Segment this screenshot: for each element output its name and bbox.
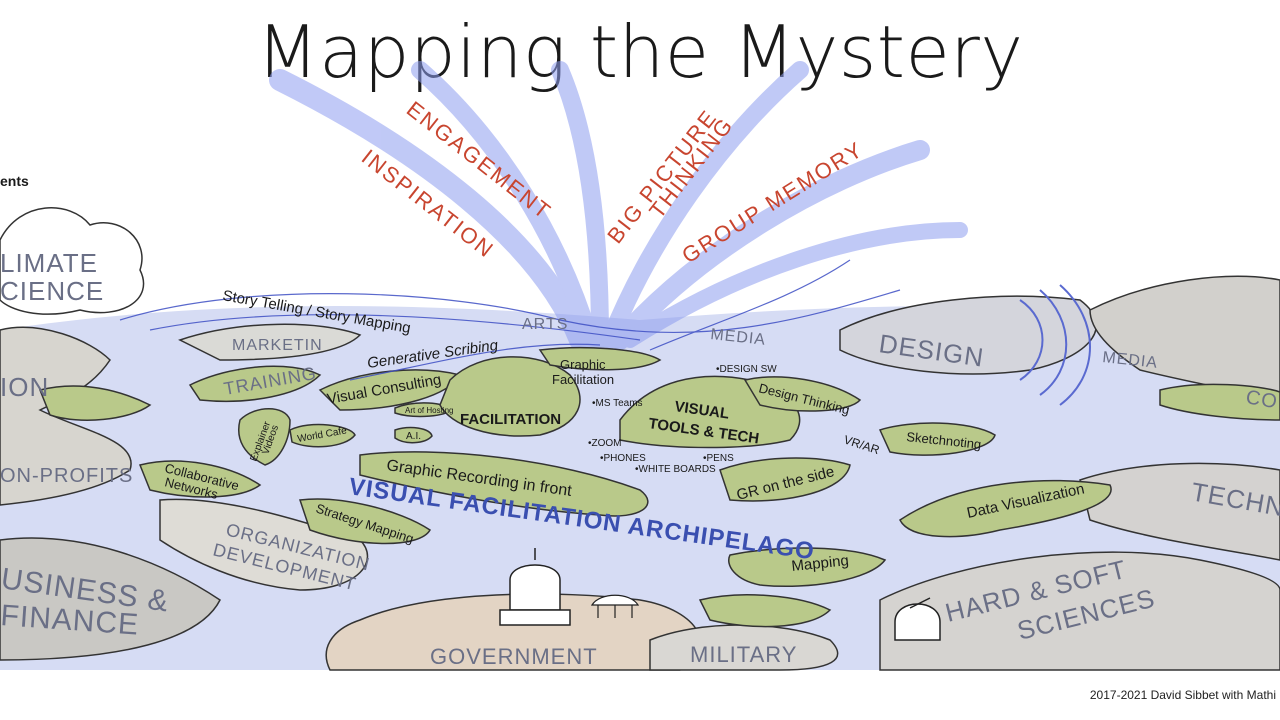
lower-island	[698, 594, 832, 628]
signal-arcs-icon	[1019, 284, 1091, 406]
strategy-island	[298, 498, 431, 545]
arts-label: ARTS	[522, 316, 568, 333]
military-land	[649, 624, 839, 671]
graphic-facilitation-label-1: Graphic	[560, 357, 606, 372]
phones-label: •PHONES	[600, 453, 646, 464]
explainer-island	[238, 408, 291, 466]
collaborative-island	[138, 460, 262, 498]
ai-label: A.I.	[406, 431, 421, 442]
mystery-map: ENGAGEMENT INSPIRATION BIG PICTURE THINK…	[0, 61, 1280, 671]
graphic-recording-island	[359, 451, 649, 517]
military-label: MILITARY	[690, 642, 797, 667]
sketchnoting-island	[878, 422, 996, 456]
science-label: CIENCE	[0, 276, 104, 306]
training-island	[188, 365, 322, 403]
ents-label: ents	[0, 173, 29, 189]
gr-side-island	[719, 457, 851, 502]
graphic-facilitation-label-2: Facilitation	[552, 372, 614, 387]
marketing-land	[178, 323, 362, 361]
currents	[119, 259, 901, 381]
zoom-label: •ZOOM	[588, 438, 622, 449]
climate-cloud	[0, 207, 145, 315]
capitol-dome-icon	[499, 548, 571, 626]
business-land	[0, 537, 221, 661]
government-label: GOVERNMENT	[430, 644, 598, 669]
media-right-label: MEDIA	[1102, 349, 1159, 372]
non-profits-label: ON-PROFITS	[0, 465, 133, 487]
marketing-label: MARKETIN	[232, 337, 323, 354]
design-sw-label: •DESIGN SW	[716, 364, 777, 375]
climate-label: LIMATE	[0, 248, 98, 278]
facilitation-label: FACILITATION	[460, 411, 561, 428]
ai-island	[394, 426, 433, 444]
government-land	[325, 593, 702, 671]
design-thinking-island	[743, 376, 862, 412]
facilitation-island	[439, 356, 581, 437]
mapping-label: Mapping	[791, 552, 850, 575]
sciences-land	[879, 551, 1280, 671]
media-center-label: MEDIA	[710, 326, 767, 349]
co-label: CO	[1244, 386, 1279, 413]
art-of-hosting-label: Art of Hosting	[405, 406, 453, 415]
mapping-island	[728, 547, 887, 588]
techno-land	[1079, 462, 1280, 561]
data-viz-island	[899, 479, 1112, 538]
ion-label: ION	[0, 372, 49, 402]
page-title: Mapping the Mystery	[256, 10, 1024, 94]
light-rays	[269, 61, 968, 351]
credit-line: 2017-2021 David Sibbet with Mathi	[1089, 688, 1276, 702]
design-land	[839, 295, 1097, 375]
left-green-strip	[38, 385, 152, 421]
islands	[38, 346, 1280, 628]
graphic-facilitation-island	[538, 346, 662, 371]
world-cafe-island	[289, 423, 356, 448]
pens-label: •PENS	[703, 453, 734, 464]
white-boards-label: •WHITE BOARDS	[635, 464, 716, 475]
right-green-strip	[1159, 383, 1280, 421]
pavilion-icon	[590, 594, 640, 618]
org-dev-land	[159, 498, 369, 591]
left-coast	[0, 326, 132, 506]
observatory-icon	[894, 597, 941, 641]
continents	[0, 207, 1280, 671]
ms-teams-label: •MS Teams	[592, 398, 643, 409]
